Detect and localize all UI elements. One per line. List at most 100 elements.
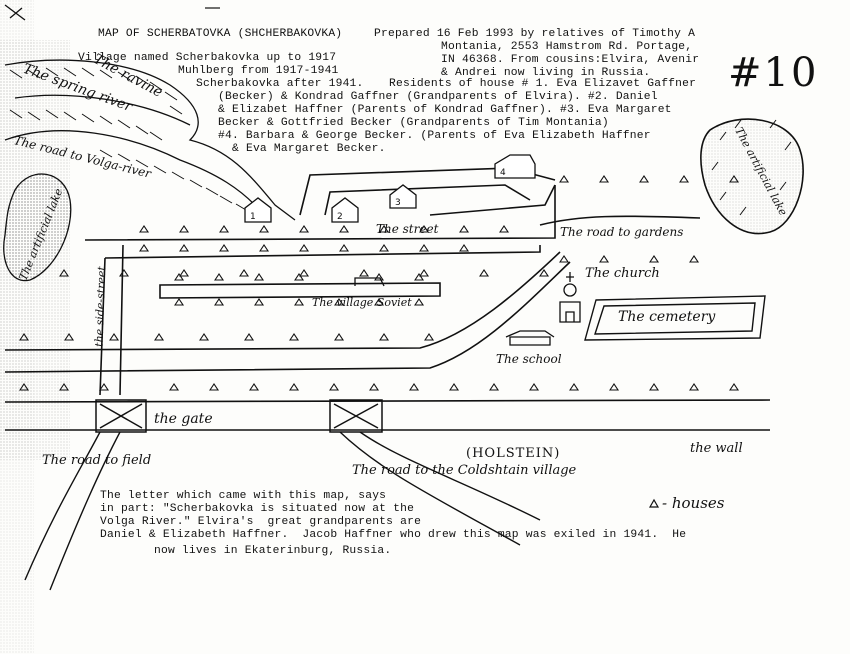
- house-triangle: [458, 244, 470, 252]
- label-street: The street: [376, 222, 439, 236]
- house-triangle: [213, 273, 225, 281]
- house-triangle: [423, 333, 435, 341]
- house-triangle: [608, 383, 620, 391]
- house-triangle: [408, 383, 420, 391]
- cemetery-plot: [584, 295, 766, 341]
- village-soviet-building: [354, 277, 385, 287]
- house-triangle: [213, 298, 225, 306]
- village-name-line-1: Village named Scherbakovka up to 1917: [78, 52, 337, 64]
- house-triangle: [558, 175, 570, 183]
- house-triangle: [168, 383, 180, 391]
- house-triangle: [238, 269, 250, 277]
- house-triangle: [178, 269, 190, 277]
- house-triangle: [373, 298, 385, 306]
- house-triangle: [63, 333, 75, 341]
- village-name-line-3: Scherbakovka after 1941.: [196, 78, 364, 90]
- house-triangle: [333, 298, 345, 306]
- residents-line-5: #4. Barbara & George Becker. (Parents of…: [218, 130, 651, 142]
- house-triangle: [478, 269, 490, 277]
- house-triangle: [258, 244, 270, 252]
- house-triangle: [378, 333, 390, 341]
- house-triangle: [208, 383, 220, 391]
- numbered-houses: [244, 154, 536, 223]
- house-triangle: [418, 225, 430, 233]
- house-triangle: [558, 255, 570, 263]
- house-triangle: [58, 269, 70, 277]
- house-triangle: [648, 255, 660, 263]
- house-triangle: [18, 333, 30, 341]
- house-triangle: [568, 383, 580, 391]
- house-triangle: [728, 175, 740, 183]
- house-triangle: [413, 298, 425, 306]
- house-triangle: [458, 225, 470, 233]
- house-triangle: [288, 333, 300, 341]
- house-triangle: [378, 244, 390, 252]
- house-triangle: [58, 383, 70, 391]
- prepared-line-3: IN 46368. From cousins:Elvira, Avenir: [441, 54, 700, 66]
- house-triangle: [243, 333, 255, 341]
- label-road-coldshtain: The road to the Coldshtain village: [352, 463, 577, 478]
- house-triangle: [338, 244, 350, 252]
- house-triangle: [173, 273, 185, 281]
- corner-mark: [4, 4, 26, 21]
- house-triangle: [173, 298, 185, 306]
- letter-line-1: The letter which came with this map, say…: [100, 490, 387, 502]
- house-triangle: [118, 269, 130, 277]
- house-triangle: [178, 244, 190, 252]
- school-building: [505, 330, 555, 346]
- letter-line-2: in part: "Scherbakovka is situated now a…: [100, 503, 415, 515]
- house-triangle: [248, 383, 260, 391]
- house-triangle: [528, 383, 540, 391]
- house-triangle: [448, 383, 460, 391]
- ravine-area: [4, 59, 296, 221]
- label-school: The school: [496, 352, 562, 366]
- house-triangle: [728, 383, 740, 391]
- prepared-line-4: & Andrei now living in Russia.: [441, 67, 651, 79]
- house-triangle: [333, 333, 345, 341]
- house-triangle: [418, 244, 430, 252]
- house-triangle: [373, 273, 385, 281]
- house-triangle: [138, 244, 150, 252]
- house-triangle: [293, 298, 305, 306]
- house-triangle: [198, 333, 210, 341]
- house-triangle: [18, 383, 30, 391]
- legend-house-symbol: [648, 498, 660, 508]
- house-number-1: 1: [250, 212, 256, 222]
- residents-line-6: & Eva Margaret Becker.: [232, 143, 386, 155]
- right-lake-shape: [700, 118, 804, 235]
- house-triangle: [253, 273, 265, 281]
- house-triangle: [253, 298, 265, 306]
- house-triangle: [368, 383, 380, 391]
- church-building: [559, 272, 581, 323]
- house-triangle: [298, 244, 310, 252]
- house-triangle: [218, 225, 230, 233]
- house-markers: [18, 175, 740, 391]
- house-triangle: [178, 225, 190, 233]
- house-triangle: [328, 383, 340, 391]
- left-lake-shape: [3, 173, 72, 282]
- house-triangle: [498, 225, 510, 233]
- house-number-4: 4: [500, 168, 506, 178]
- page-number: #10: [728, 50, 819, 96]
- house-triangle: [138, 225, 150, 233]
- residents-line-2: (Becker) & Kondrad Gaffner (Grandparents…: [218, 91, 658, 103]
- house-triangle: [98, 383, 110, 391]
- house-triangle: [413, 273, 425, 281]
- ravine-hatching: [9, 67, 247, 211]
- letter-line-3: Volga River." Elvira's great grandparent…: [100, 516, 422, 528]
- house-triangle: [688, 383, 700, 391]
- roads-out: [24, 431, 541, 591]
- house-triangle: [598, 255, 610, 263]
- house-number-3: 3: [395, 198, 401, 208]
- label-holstein: (HOLSTEIN): [466, 446, 561, 461]
- house-triangle: [298, 225, 310, 233]
- residents-line-3: & Elizabet Haffner (Parents of Kondrad G…: [218, 104, 672, 116]
- house-triangle: [538, 269, 550, 277]
- house-triangle: [288, 383, 300, 391]
- house-triangle: [648, 383, 660, 391]
- house-triangle: [338, 225, 350, 233]
- house-triangle: [678, 175, 690, 183]
- prepared-line-1: Prepared 16 Feb 1993 by relatives of Tim…: [374, 28, 696, 40]
- house-triangle: [108, 333, 120, 341]
